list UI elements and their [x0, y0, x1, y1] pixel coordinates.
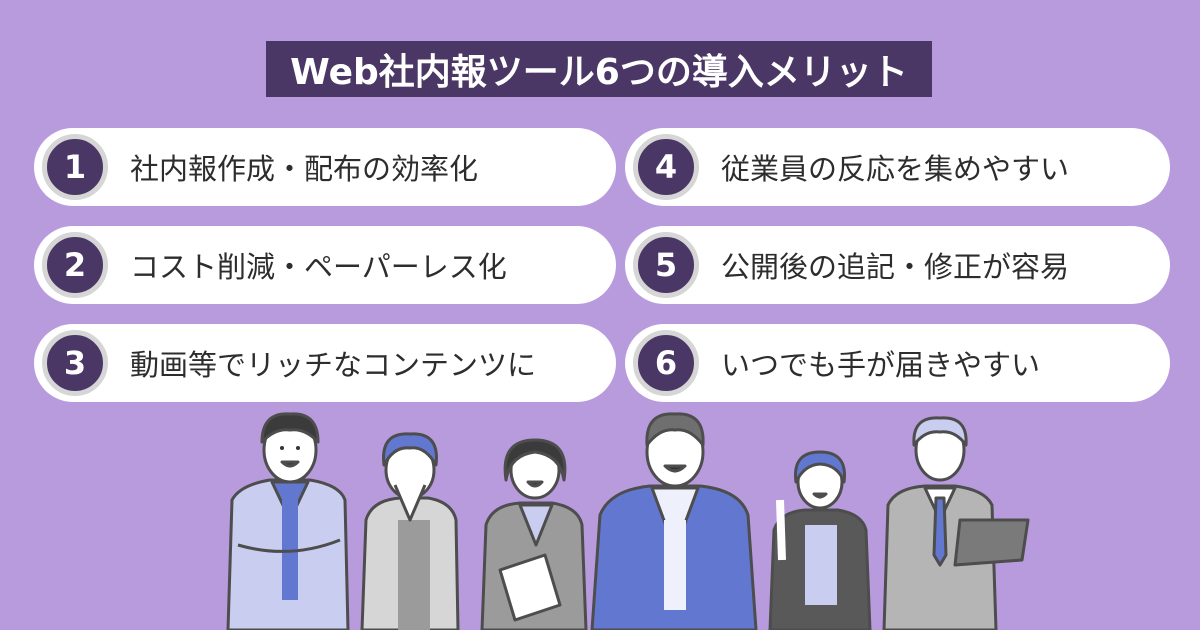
merit-item-4: 4 従業員の反応を集めやすい: [625, 128, 1170, 206]
number-badge: 2: [42, 232, 108, 298]
person-icon: [360, 432, 460, 630]
person-icon: [590, 412, 758, 630]
merit-item-6: 6 いつでも手が届きやすい: [625, 324, 1170, 402]
number-badge: 3: [42, 330, 108, 396]
business-people-illustration: [226, 412, 1030, 630]
person-icon: [882, 416, 1030, 630]
merit-label: 社内報作成・配布の効率化: [130, 152, 479, 186]
merit-label: 公開後の追記・修正が容易: [721, 250, 1070, 284]
number-badge: 5: [633, 232, 699, 298]
merit-label: 従業員の反応を集めやすい: [721, 152, 1070, 186]
number-badge: 6: [633, 330, 699, 396]
merit-item-3: 3 動画等でリッチなコンテンツに: [34, 324, 616, 402]
merit-item-5: 5 公開後の追記・修正が容易: [625, 226, 1170, 304]
merit-label: 動画等でリッチなコンテンツに: [130, 348, 537, 382]
page-title: Web社内報ツール6つの導入メリット: [266, 41, 932, 97]
person-icon: [226, 412, 350, 630]
merit-label: コスト削減・ペーパーレス化: [130, 250, 507, 284]
merit-item-1: 1 社内報作成・配布の効率化: [34, 128, 616, 206]
person-icon: [480, 438, 588, 630]
person-icon: [768, 450, 872, 630]
merit-item-2: 2 コスト削減・ペーパーレス化: [34, 226, 616, 304]
number-badge: 4: [633, 134, 699, 200]
number-badge: 1: [42, 134, 108, 200]
merit-label: いつでも手が届きやすい: [721, 348, 1041, 382]
